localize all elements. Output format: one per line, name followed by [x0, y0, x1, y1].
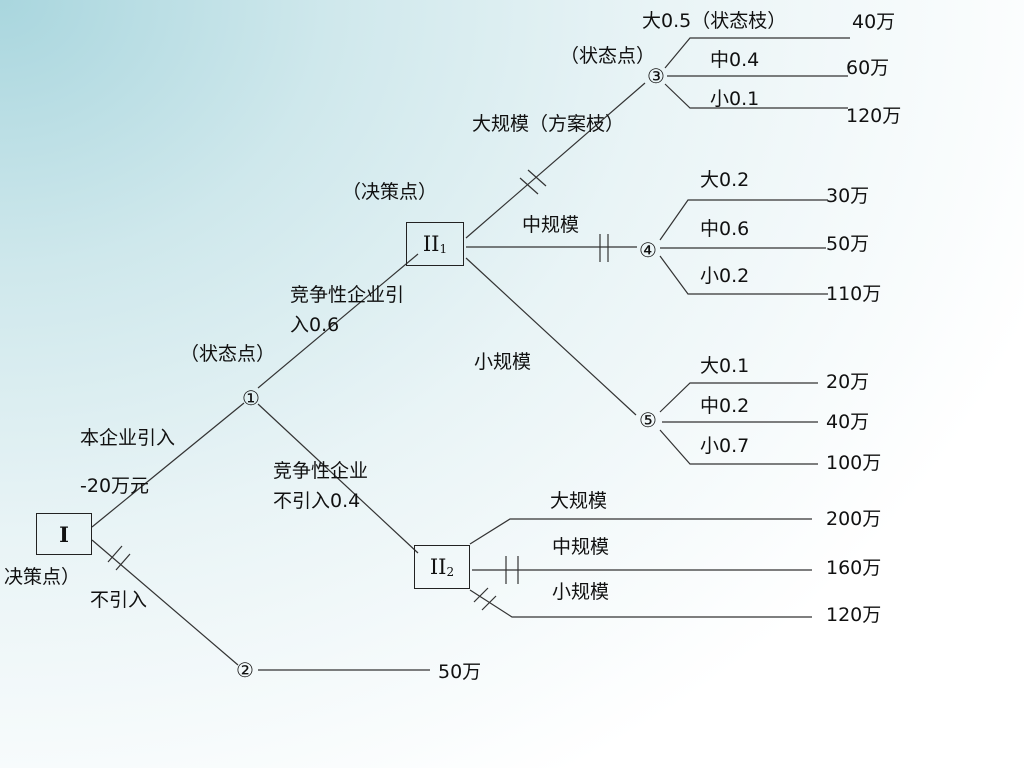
- label-no-intro: 不引入: [90, 589, 148, 611]
- payoff-d3-small: 120万: [826, 604, 882, 626]
- label-own-intro-cost: -20万元: [80, 475, 150, 497]
- payoff-c5-big: 20万: [826, 371, 870, 393]
- label-c4-mid: 中0.6: [700, 218, 750, 240]
- decision-node-3-sub: 2: [446, 565, 455, 579]
- label-state-point-top: （状态点）: [560, 45, 656, 67]
- edge-c5-small: [659, 429, 818, 465]
- label-state-point-mid: （状态点）: [180, 343, 276, 365]
- chance-node-3: ③: [647, 64, 665, 88]
- label-d3-mid: 中规模: [552, 536, 610, 558]
- edge-c5-big: [659, 382, 818, 413]
- payoff-c4-big: 30万: [826, 185, 870, 207]
- payoff-no-intro: 50万: [438, 661, 482, 683]
- decision-node-1-label: I: [59, 521, 69, 547]
- edge-d2-c5: [465, 257, 637, 416]
- payoff-c5-mid: 40万: [826, 411, 870, 433]
- payoff-c3-small: 120万: [846, 105, 902, 127]
- decision-node-3-label: II: [429, 555, 447, 579]
- label-large-scale-branch: 大规模（方案枝）: [472, 113, 625, 135]
- chance-node-2: ②: [236, 658, 254, 682]
- label-competitor-no-intro: 竞争性企业不引入0.4: [273, 460, 369, 512]
- edge-d2-c3: [465, 82, 646, 239]
- label-c5-mid: 中0.2: [700, 395, 750, 417]
- edge-c4-big: [659, 199, 828, 241]
- payoff-d3-mid: 160万: [826, 557, 882, 579]
- label-small-scale: 小规模: [474, 351, 532, 373]
- label-c5-big: 大0.1: [700, 355, 750, 377]
- edge-c3-small: [664, 83, 848, 109]
- edge-d3-small: [469, 589, 812, 618]
- edge-d1-c2: [91, 539, 239, 666]
- payoff-c4-mid: 50万: [826, 233, 870, 255]
- chance-node-1: ①: [242, 386, 260, 410]
- label-decision-point-mid: （决策点）: [342, 181, 438, 203]
- label-mid-scale: 中规模: [522, 214, 580, 236]
- payoff-d3-large: 200万: [826, 508, 882, 530]
- edge-d3-large: [469, 518, 812, 545]
- decision-node-2-label: II: [422, 232, 440, 256]
- chance-node-5: ⑤: [639, 408, 657, 432]
- prune-mark-d3-small: [473, 587, 497, 611]
- edge-c4-small: [659, 255, 828, 295]
- payoff-c3-mid: 60万: [846, 57, 890, 79]
- label-c4-small: 小0.2: [700, 265, 750, 287]
- payoff-c5-small: 100万: [826, 452, 882, 474]
- payoff-c3-big: 40万: [852, 11, 896, 33]
- label-decision-point-left: 决策点）: [4, 566, 81, 588]
- label-d3-large: 大规模: [550, 490, 608, 512]
- prune-mark-large-scale: [519, 169, 547, 195]
- label-c4-big: 大0.2: [700, 169, 750, 191]
- decision-node-2-sub: 1: [439, 242, 448, 256]
- edge-d1-c1: [91, 402, 245, 528]
- prune-mark-d3-mid: [505, 556, 519, 584]
- edge-c3-big: [664, 37, 850, 69]
- label-own-intro: 本企业引入: [80, 427, 176, 449]
- prune-mark-no-intro: [107, 545, 131, 571]
- label-c3-mid: 中0.4: [710, 49, 760, 71]
- decision-node-1: I: [36, 513, 92, 555]
- label-c3-small: 小0.1: [710, 88, 760, 110]
- payoff-c4-small: 110万: [826, 283, 882, 305]
- label-d3-small: 小规模: [552, 581, 610, 603]
- edge-c1-d2: [257, 253, 419, 389]
- label-c3-big: 大0.5（状态枝）: [642, 10, 787, 32]
- edge-c1-d3: [257, 403, 419, 554]
- prune-mark-mid-scale: [599, 234, 609, 262]
- chance-node-4: ④: [639, 238, 657, 262]
- label-competitor-intro: 竞争性企业引入0.6: [290, 284, 405, 336]
- label-c5-small: 小0.7: [700, 435, 750, 457]
